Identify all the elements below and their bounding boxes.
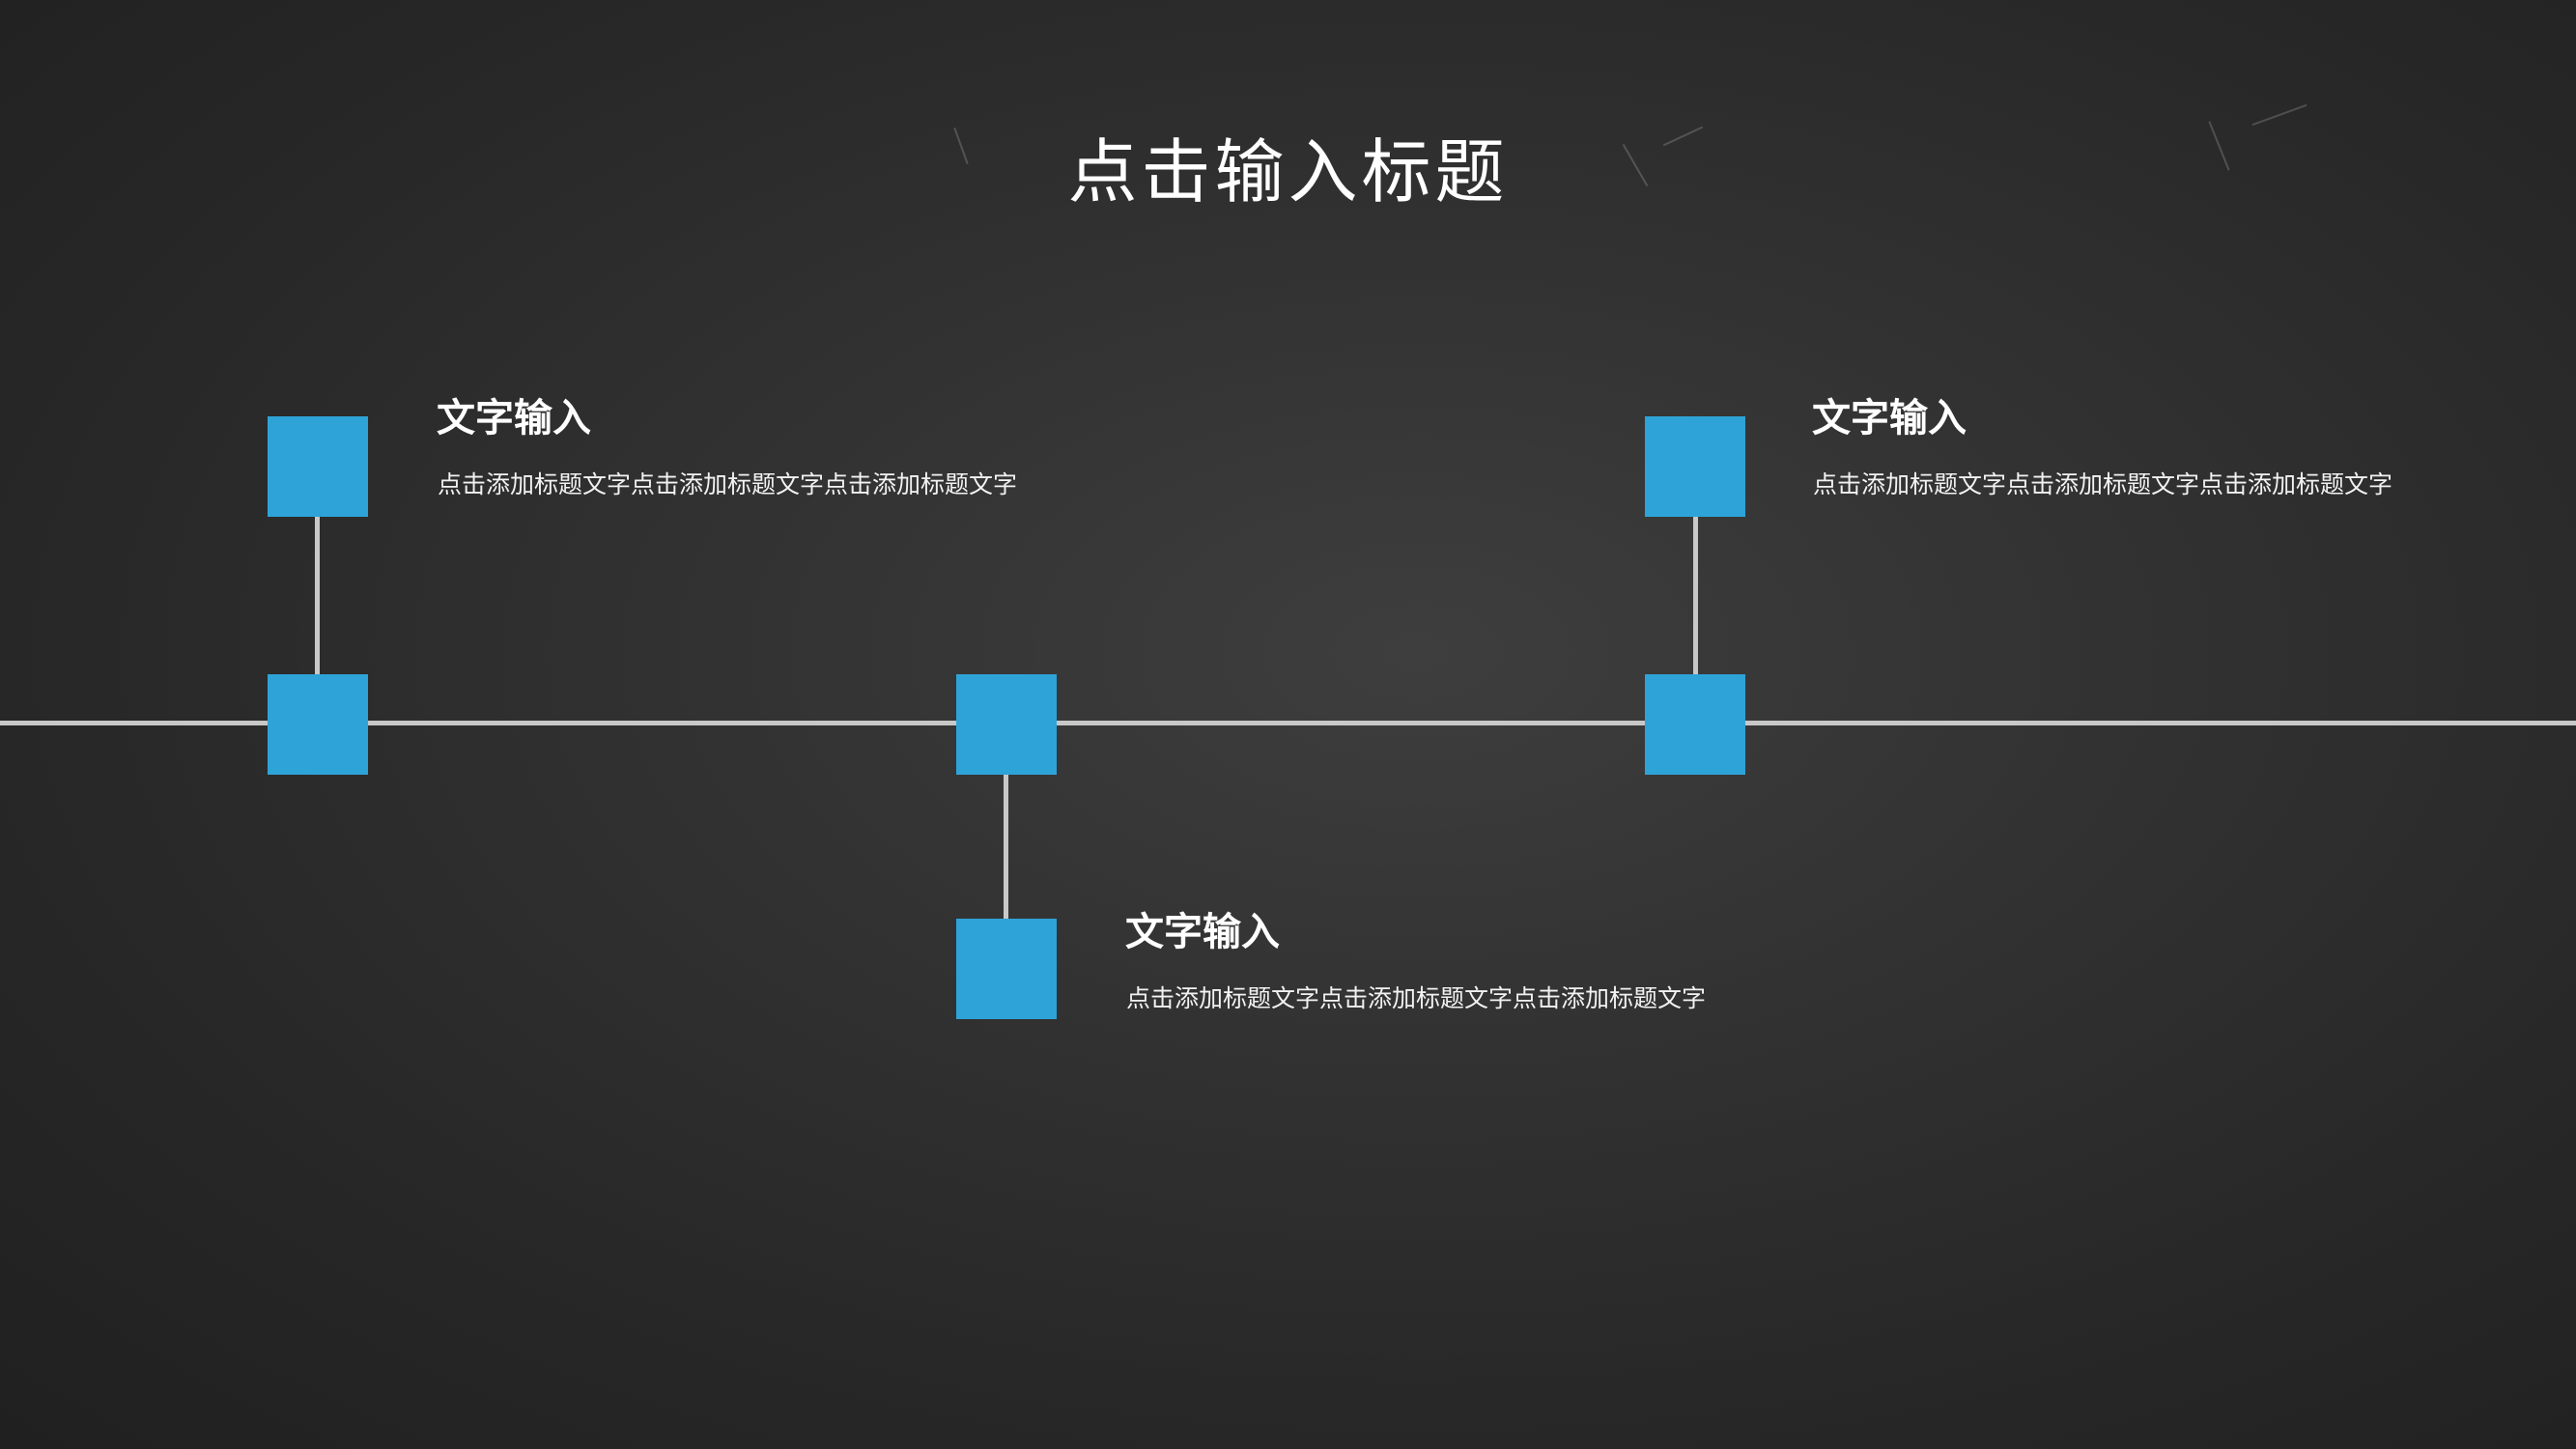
item-heading[interactable]: 文字输入 xyxy=(437,396,591,440)
timeline-node-1 xyxy=(268,674,368,775)
connector-3 xyxy=(1693,516,1698,675)
marker-node-3 xyxy=(1645,416,1745,517)
marker-node-2 xyxy=(956,919,1057,1019)
timeline-node-3 xyxy=(1645,674,1745,775)
item-heading[interactable]: 文字输入 xyxy=(1125,910,1280,954)
connector-1 xyxy=(315,516,320,675)
connector-2 xyxy=(1004,773,1008,920)
item-description[interactable]: 点击添加标题文字点击添加标题文字点击添加标题文字 xyxy=(438,470,1018,498)
timeline-line xyxy=(0,721,2576,725)
item-description[interactable]: 点击添加标题文字点击添加标题文字点击添加标题文字 xyxy=(1813,470,2393,498)
marker-node-1 xyxy=(268,416,368,517)
item-description[interactable]: 点击添加标题文字点击添加标题文字点击添加标题文字 xyxy=(1126,984,1707,1012)
item-heading[interactable]: 文字输入 xyxy=(1812,396,1967,440)
slide-title[interactable]: 点击输入标题 xyxy=(1067,131,1509,213)
timeline-node-2 xyxy=(956,674,1057,775)
chalk-scratch xyxy=(2251,103,2307,127)
